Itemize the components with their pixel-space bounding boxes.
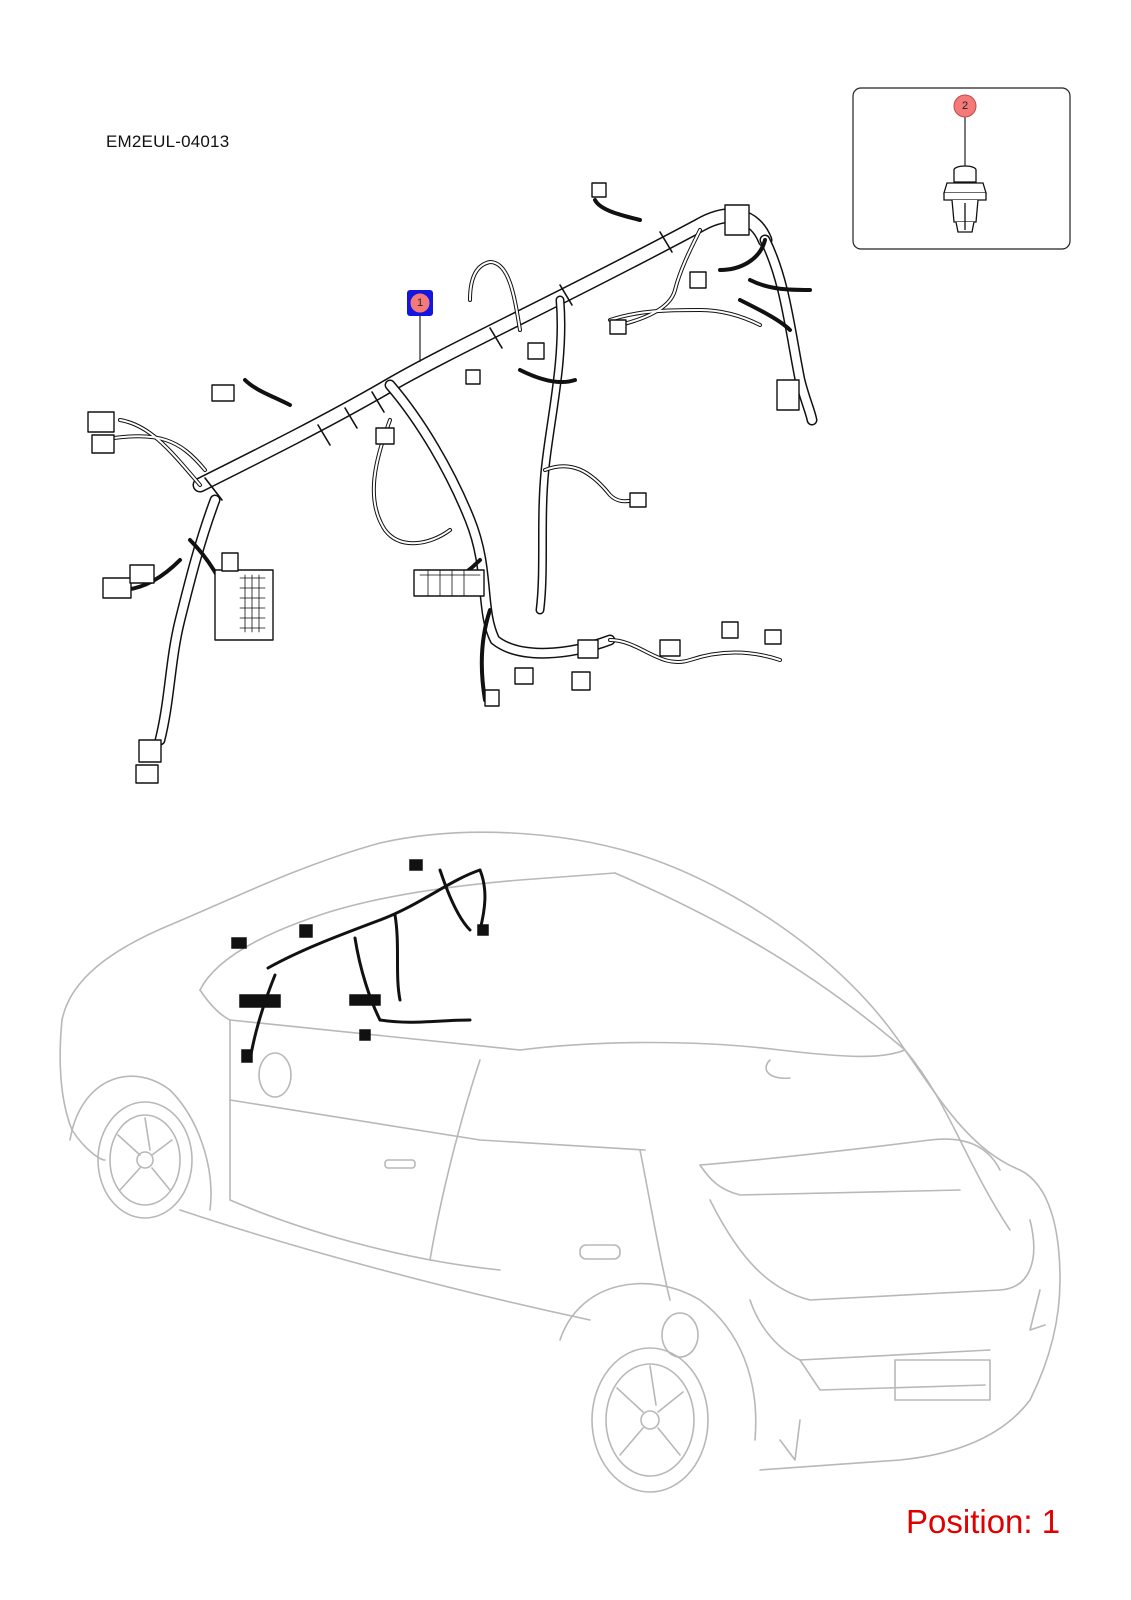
diagram-code: EM2EUL-04013 xyxy=(106,132,230,151)
callout-2-label: 2 xyxy=(962,100,968,112)
callout-2[interactable]: 2 xyxy=(953,94,977,118)
wiring-harness-drawing xyxy=(87,182,818,784)
position-label: Position: 1 xyxy=(906,1503,1061,1540)
installed-harness-preview xyxy=(231,859,489,1063)
detail-inset: 2 xyxy=(852,87,1071,250)
callout-1[interactable]: 1 xyxy=(407,290,433,362)
bolt-clip-part xyxy=(943,165,987,233)
vehicle-outline xyxy=(59,831,1061,1493)
callout-1-label: 1 xyxy=(417,297,423,309)
